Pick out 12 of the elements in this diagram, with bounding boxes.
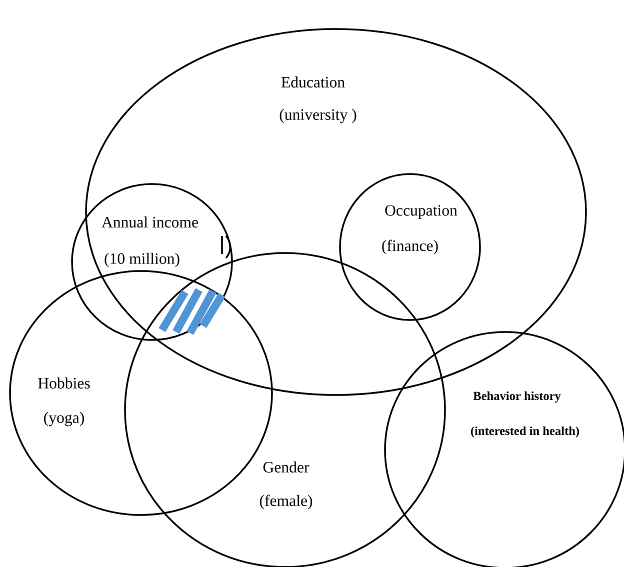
- circle-label: (yoga): [44, 412, 84, 426]
- circle-label: (interested in health): [471, 426, 579, 438]
- circle-label: Gender: [263, 461, 310, 473]
- circle-label: (10 million): [104, 252, 180, 268]
- circle-label: Hobbies: [38, 377, 90, 389]
- circle-label: (university ): [280, 108, 356, 124]
- circle-label: Annual income: [102, 216, 198, 228]
- circle-label: Education: [281, 76, 345, 88]
- circle-label: Occupation: [385, 205, 458, 219]
- circle-label: Behavior history: [473, 391, 561, 403]
- circle-label: (finance): [382, 240, 438, 254]
- circle-label: (female): [260, 494, 312, 510]
